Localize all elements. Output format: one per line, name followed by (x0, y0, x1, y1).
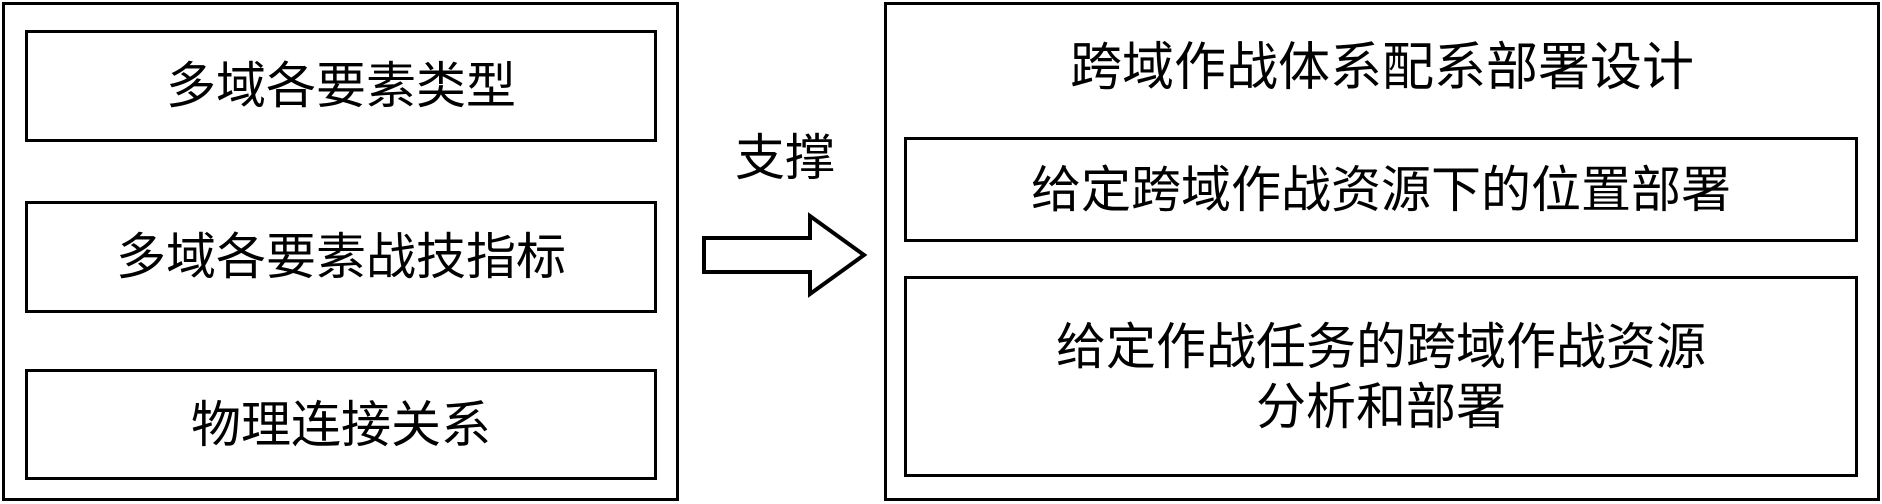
right-panel-title: 跨域作战体系配系部署设计 (1069, 38, 1694, 98)
tactical-indicator-box: 多域各要素战技指标 (25, 201, 657, 313)
right-arrow-icon (702, 212, 868, 298)
element-type-label: 多域各要素类型 (166, 57, 516, 115)
position-deployment-box: 给定跨域作战资源下的位置部署 (904, 137, 1858, 242)
physical-connection-box: 物理连接关系 (25, 369, 657, 480)
resource-analysis-box: 给定作战任务的跨域作战资源 分析和部署 (904, 276, 1858, 477)
physical-connection-label: 物理连接关系 (191, 395, 491, 454)
element-type-box: 多域各要素类型 (25, 30, 657, 142)
support-label: 支撑 (735, 129, 835, 187)
resource-analysis-line-2: 分析和部署 (1256, 377, 1506, 436)
resource-analysis-line-1: 给定作战任务的跨域作战资源 (1056, 317, 1706, 376)
arrow-shape (702, 212, 868, 298)
position-deployment-label: 给定跨域作战资源下的位置部署 (1031, 160, 1731, 219)
tactical-indicator-label: 多域各要素战技指标 (116, 228, 566, 286)
